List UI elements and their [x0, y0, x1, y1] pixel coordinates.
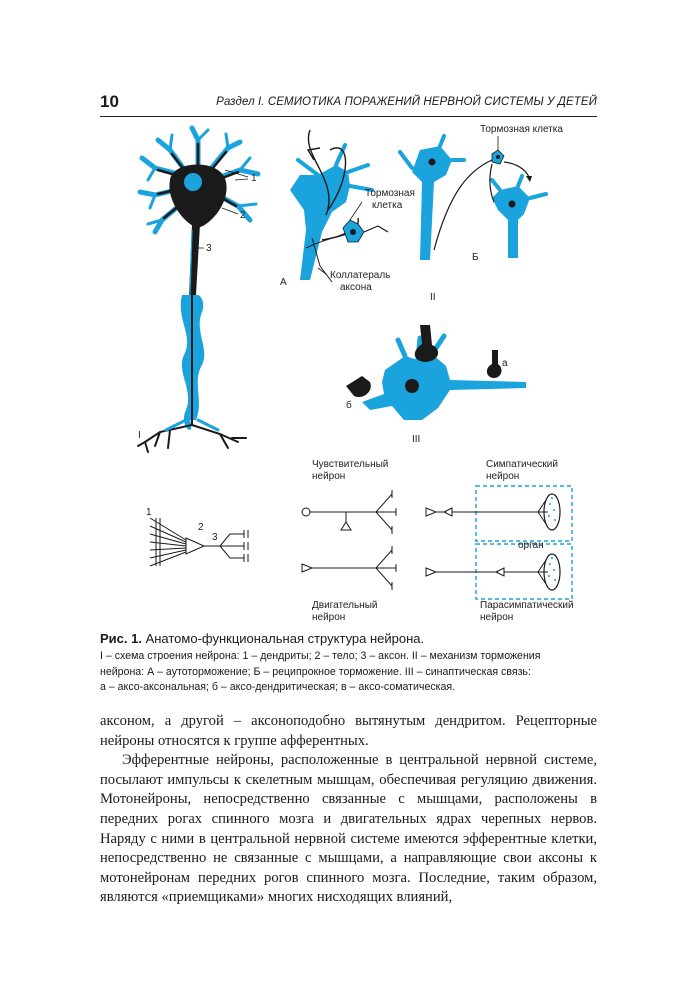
neuron-label-body: 2 [240, 210, 246, 221]
caption-line-1: I – схема строения нейрона: 1 – дендриты… [100, 650, 541, 662]
autoinhibition-label-collateral-2: аксона [340, 282, 372, 293]
neuron-scheme-diagram [149, 517, 249, 567]
autoinhibition-label-inhibitory-1: Тормозная [365, 188, 415, 199]
scheme-label-axon: 3 [212, 532, 218, 543]
autoinhibition-diagram: Тормозная клетка Коллатераль аксона А [280, 129, 415, 293]
synapse-label-v: в [426, 335, 431, 346]
figure-neuron-structure: 1 2 3 I Тормозная клетка [100, 120, 597, 625]
autonomic-neurons-diagram [425, 485, 573, 600]
body-paragraph-2: Эфферентные нейроны, расположенные в цен… [100, 752, 597, 906]
neuron-label-dendrites: 1 [251, 173, 257, 184]
autoinhibition-label-inhibitory-2: клетка [372, 200, 403, 211]
organ-label: орган [518, 540, 544, 551]
body-paragraph-1: аксоном, а другой – аксоноподобно вытяну… [100, 713, 597, 749]
caption-line-3: а – аксо-аксональная; б – аксо-дендритич… [100, 681, 456, 693]
part-iii-roman: III [412, 434, 420, 445]
scheme-label-body: 2 [198, 522, 204, 533]
page-number: 10 [100, 92, 119, 111]
neuron-structure-diagram: 1 2 3 I [137, 125, 261, 453]
part-ii-roman: II [430, 292, 436, 303]
autoinhibition-label-a: А [280, 277, 287, 288]
reciprocal-inhibition-diagram: Тормозная клетка Б [398, 124, 563, 263]
part-i-roman: I [138, 430, 141, 441]
sensory-neuron-label-2: нейрон [312, 471, 345, 482]
sympathetic-label-1: Симпатический [486, 459, 558, 470]
scheme-label-dendrites: 1 [146, 507, 152, 518]
body-text: аксоном, а другой – аксоноподобно вытяну… [100, 712, 597, 908]
caption-title-text: Анатомо-функциональная структура нейрона… [141, 631, 425, 646]
synapse-label-a: а [502, 358, 508, 369]
caption-title: Рис. 1. Анатомо-функциональная структура… [100, 630, 597, 648]
synapse-label-b: б [346, 399, 352, 411]
caption-title-number: Рис. 1. [100, 631, 142, 646]
synapse-types-diagram: в а б III [346, 325, 526, 445]
reciprocal-label-inhibitory-cell: Тормозная клетка [480, 124, 563, 135]
sympathetic-label-2: нейрон [486, 471, 519, 482]
parasympathetic-label-1: Парасимпатический [480, 600, 574, 611]
motor-neuron-diagram [301, 546, 397, 590]
sensory-neuron-diagram [301, 490, 397, 534]
figure-caption: Рис. 1. Анатомо-функциональная структура… [100, 630, 597, 695]
autoinhibition-label-collateral-1: Коллатераль [330, 270, 390, 281]
parasympathetic-label-2: нейрон [480, 612, 513, 623]
figure-drawing: 1 2 3 I Тормозная клетка [137, 124, 574, 623]
running-head: Раздел I. СЕМИОТИКА ПОРАЖЕНИЙ НЕРВНОЙ СИ… [216, 96, 597, 108]
neuron-label-axon: 3 [206, 243, 212, 254]
reciprocal-label-b: Б [472, 252, 479, 263]
sensory-neuron-label-1: Чувствительный [312, 459, 388, 470]
motor-neuron-label-1: Двигательный [312, 600, 377, 611]
page-header: 10 Раздел I. СЕМИОТИКА ПОРАЖЕНИЙ НЕРВНОЙ… [100, 92, 597, 117]
caption-line-2: нейрона: А – аутоторможение; Б – реципро… [100, 665, 531, 678]
motor-neuron-label-2: нейрон [312, 612, 345, 623]
